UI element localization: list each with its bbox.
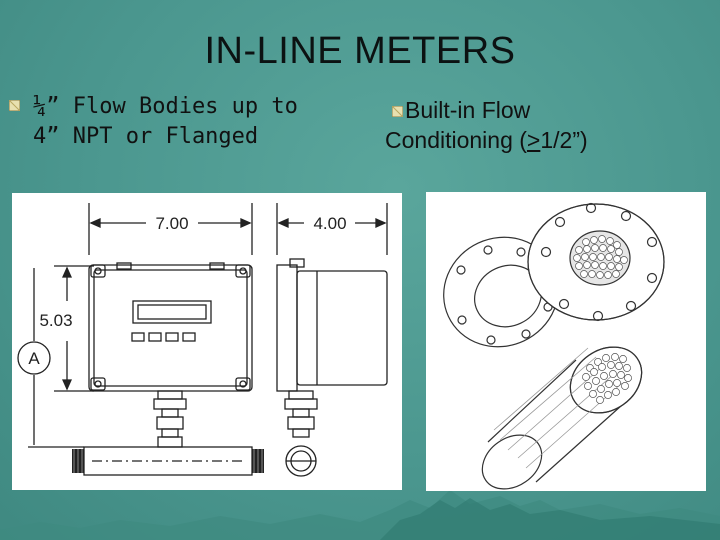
bullet-flow-conditioning: Built-in Flow Conditioning (>1/2”) bbox=[385, 95, 715, 155]
bullet-right-line-1-text: Built-in Flow bbox=[405, 97, 531, 123]
callout-label-a: A bbox=[28, 349, 40, 368]
dimension-width-label: 7.00 bbox=[155, 214, 188, 233]
bullet-left-line-1: ¼” Flow Bodies up to bbox=[33, 94, 298, 119]
callout-circle bbox=[17, 341, 51, 375]
bullet-right-line-2-underlined: > bbox=[526, 127, 541, 153]
mountain-silhouette bbox=[0, 490, 720, 540]
dimension-height-label: 5.03 bbox=[39, 311, 72, 330]
flow-conditioner-illustration bbox=[426, 192, 706, 491]
bullet-right-line-2-post: 1/2”) bbox=[540, 127, 588, 153]
bullet-flow-bodies: ¼” Flow Bodies up to 4” NPT or Flanged bbox=[33, 92, 363, 152]
dimension-depth-label: 4.00 bbox=[313, 214, 346, 233]
flow-conditioner-svg bbox=[443, 202, 665, 490]
diamond-bullet-icon bbox=[391, 105, 404, 118]
bullet-right-line-2-pre: Conditioning ( bbox=[385, 127, 527, 153]
bullet-right-line-2: Conditioning (>1/2”) bbox=[385, 125, 715, 155]
bullet-left-line-2: 4” NPT or Flanged bbox=[33, 124, 259, 149]
bullet-right-line-1: Built-in Flow bbox=[385, 95, 715, 125]
slide-title: IN-LINE METERS bbox=[204, 30, 516, 72]
diamond-bullet-icon bbox=[9, 100, 20, 111]
meter-drawing-svg: A 7.00 4.00 5.03 bbox=[17, 203, 388, 477]
meter-dimension-drawing: A 7.00 4.00 5.03 bbox=[12, 193, 402, 490]
